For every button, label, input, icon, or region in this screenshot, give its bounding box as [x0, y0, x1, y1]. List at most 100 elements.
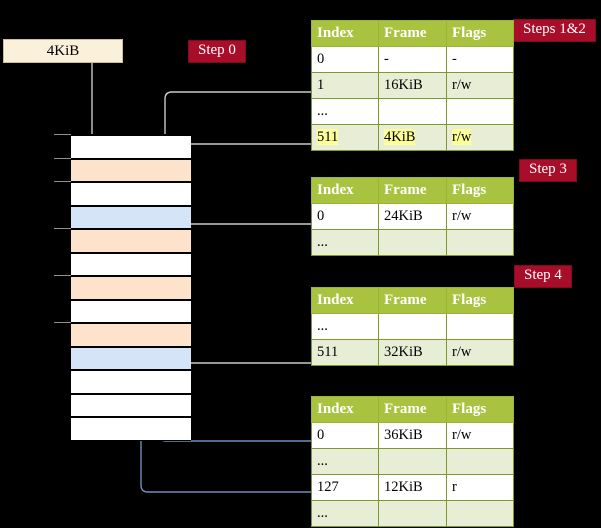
- column-header-flags: Flags: [446, 177, 514, 204]
- column-header-index: Index: [311, 20, 379, 47]
- table-cell: ...: [311, 98, 379, 125]
- column-header-frame: Frame: [378, 177, 447, 204]
- table-cell: 0: [311, 422, 379, 449]
- step0-text: Step 0: [198, 42, 236, 58]
- table-cell: [446, 500, 514, 527]
- table-cell: -: [446, 46, 514, 73]
- table-cell: 36KiB: [378, 422, 447, 449]
- highlighted-value: 511: [317, 129, 339, 145]
- steps12-text: Steps 1&2: [523, 21, 586, 37]
- table-cell: 0: [311, 46, 379, 73]
- memory-frame-row: [71, 158, 191, 182]
- memory-row-tick: [54, 322, 71, 323]
- source-frame-box: 4KiB: [3, 39, 123, 63]
- wire-step3: [179, 223, 311, 259]
- table-cell: [378, 313, 447, 340]
- column-header-frame: Frame: [378, 287, 447, 314]
- table-cell: 511: [311, 339, 379, 366]
- table-cell: 511: [311, 124, 379, 151]
- table-row[interactable]: ...: [311, 500, 514, 527]
- table-cell: 16KiB: [378, 72, 447, 99]
- table-cell: 32KiB: [378, 339, 447, 366]
- table-cell: r: [446, 474, 514, 501]
- wire-steps12-b: [172, 143, 311, 161]
- memory-frame-row: [71, 323, 191, 347]
- memory-frame-row: [71, 417, 191, 441]
- column-header-flags: Flags: [446, 396, 514, 423]
- step-label-step0: Step 0: [188, 40, 246, 63]
- table-cell: r/w: [446, 339, 514, 366]
- table-row[interactable]: ...: [311, 313, 514, 340]
- highlighted-value: r/w: [452, 129, 472, 145]
- memory-frame-row: [71, 370, 191, 394]
- memory-row-tick: [54, 275, 71, 276]
- table-cell: [446, 229, 514, 256]
- column-header-frame: Frame: [378, 20, 447, 47]
- memory-frame-row: [71, 182, 191, 206]
- column-header-index: Index: [311, 177, 379, 204]
- highlighted-value: 4KiB: [384, 129, 416, 145]
- memory-frame-row: [71, 276, 191, 300]
- table-cell: ...: [311, 448, 379, 475]
- step-label-steps12: Steps 1&2: [513, 19, 596, 42]
- source-frame-label: 4KiB: [46, 42, 80, 59]
- step4-text: Step 4: [524, 267, 562, 283]
- table-cell: r/w: [446, 203, 514, 230]
- memory-row-tick: [54, 134, 71, 135]
- table-cell: r/w: [446, 72, 514, 99]
- table-cell: r/w: [446, 422, 514, 449]
- memory-row-tick: [54, 228, 71, 229]
- table-cell: 127: [311, 474, 379, 501]
- table-row[interactable]: 511 4KiB r/w: [311, 124, 514, 151]
- column-header-flags: Flags: [446, 287, 514, 314]
- table-row[interactable]: 0--: [311, 46, 514, 73]
- memory-frame-row: [71, 393, 191, 417]
- table-cell: [446, 313, 514, 340]
- memory-frame-row: [71, 205, 191, 229]
- step-label-step3: Step 3: [519, 159, 577, 182]
- table-cell: [378, 500, 447, 527]
- column-header-flags: Flags: [446, 20, 514, 47]
- memory-frame-row: [71, 299, 191, 323]
- table-cell: [378, 448, 447, 475]
- table-cell: [378, 229, 447, 256]
- column-header-index: Index: [311, 287, 379, 314]
- column-header-frame: Frame: [378, 396, 447, 423]
- memory-frame-row: [71, 135, 191, 159]
- step3-text: Step 3: [529, 161, 567, 177]
- table-cell: ...: [311, 229, 379, 256]
- memory-row-tick: [54, 157, 71, 159]
- memory-frame-row: [71, 346, 191, 370]
- table-cell: [378, 98, 447, 125]
- table-cell: ...: [311, 500, 379, 527]
- table-cell: 0: [311, 203, 379, 230]
- table-cell: r/w: [446, 124, 514, 151]
- table-cell: 12KiB: [378, 474, 447, 501]
- table-row[interactable]: ...: [311, 98, 514, 125]
- column-header-index: Index: [311, 396, 379, 423]
- table-cell: 24KiB: [378, 203, 447, 230]
- table-cell: 4KiB: [378, 124, 447, 151]
- table-cell: -: [378, 46, 447, 73]
- memory-frame-row: [71, 252, 191, 276]
- physical-memory-column: [70, 134, 191, 441]
- wire-step4: [173, 309, 311, 364]
- table-row[interactable]: ...: [311, 448, 514, 475]
- table-cell: 1: [311, 72, 379, 99]
- table-cell: [446, 448, 514, 475]
- table-row[interactable]: ...: [311, 229, 514, 256]
- step-label-step4: Step 4: [514, 265, 572, 288]
